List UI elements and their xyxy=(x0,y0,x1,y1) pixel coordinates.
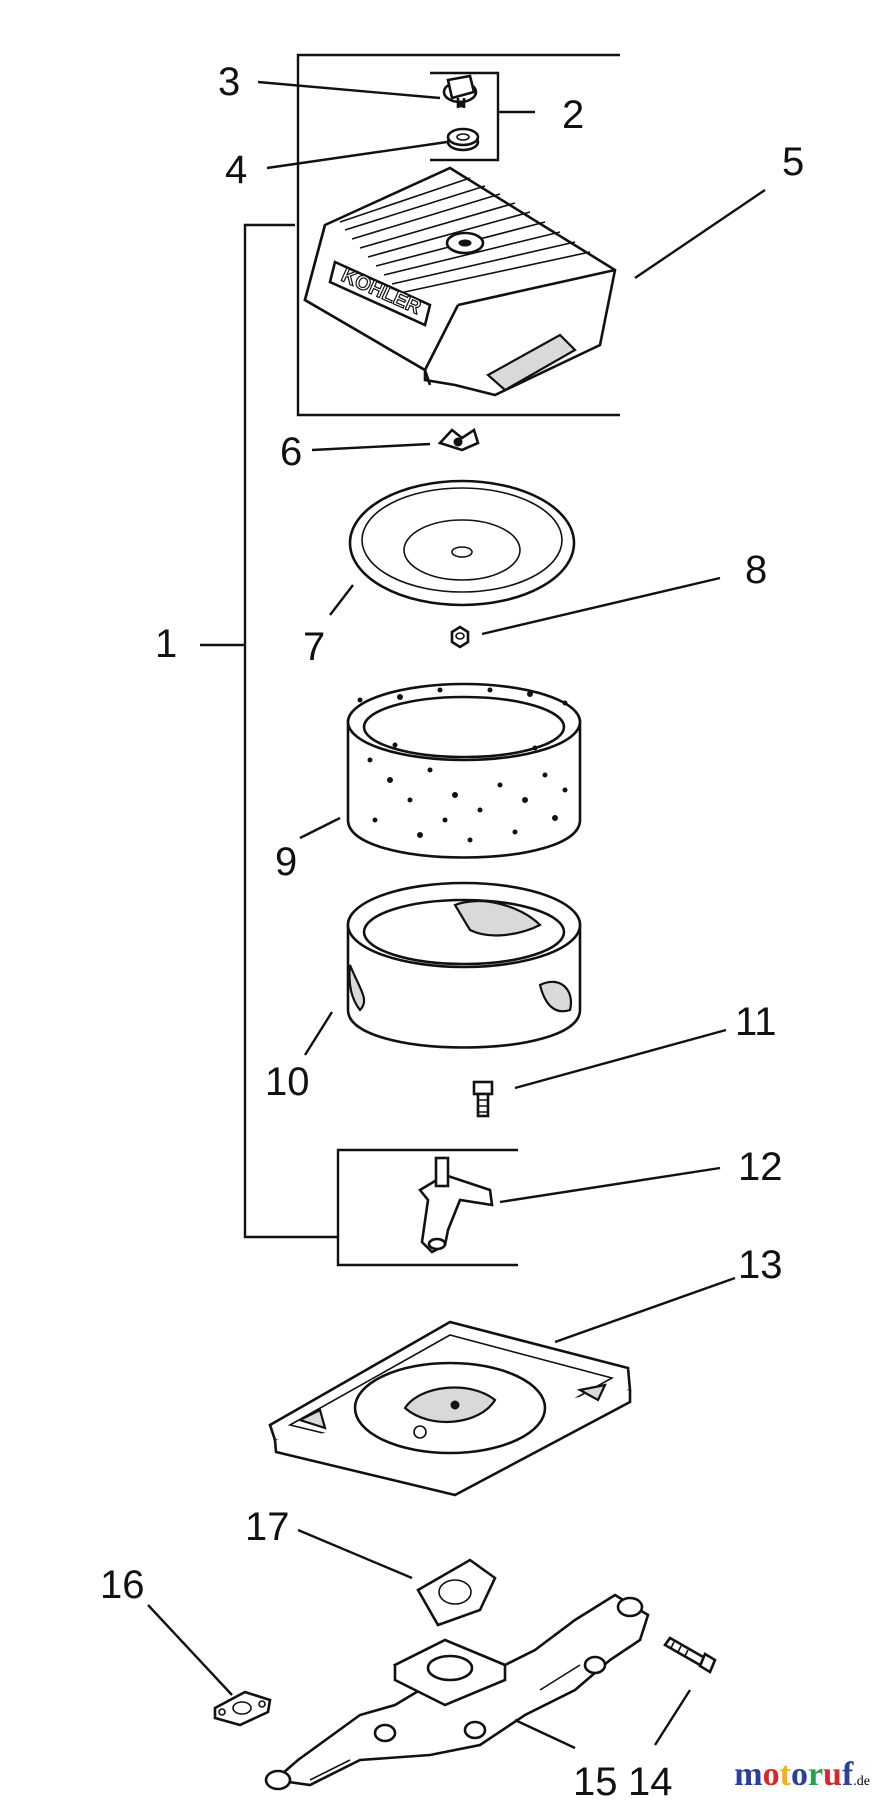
seal-washer-part xyxy=(446,127,480,152)
watermark-letter: o xyxy=(790,1756,808,1793)
gasket-part xyxy=(416,1558,497,1627)
cover-box-bracket xyxy=(296,53,620,417)
callout-5: 5 xyxy=(782,140,804,184)
callout-2: 2 xyxy=(562,93,584,137)
callout-4: 4 xyxy=(225,148,247,192)
callout-7: 7 xyxy=(303,625,325,669)
group-bracket-1 xyxy=(200,223,338,1239)
callout-9: 9 xyxy=(275,840,297,884)
wing-nut-part xyxy=(437,427,480,452)
screw-part xyxy=(663,1636,717,1674)
callout-1: 1 xyxy=(155,622,177,666)
callout-16: 16 xyxy=(100,1563,145,1607)
watermark-letter: m xyxy=(734,1756,763,1793)
callout-numbers: 1 2 3 4 5 6 7 8 9 10 11 12 13 14 15 16 1… xyxy=(100,60,804,1800)
callout-14: 14 xyxy=(628,1760,673,1800)
air-cleaner-cover-part: KOHLER xyxy=(303,166,617,397)
intake-manifold-part xyxy=(264,1593,650,1791)
callout-13: 13 xyxy=(738,1243,783,1287)
watermark-logo: motoruf.de xyxy=(734,1756,870,1794)
watermark-letter: r xyxy=(807,1756,824,1793)
watermark-letter: o xyxy=(762,1756,780,1793)
watermark-letter: f xyxy=(841,1756,854,1793)
callout-11: 11 xyxy=(735,1000,777,1044)
knob-box-bracket xyxy=(430,71,535,162)
watermark-letter: u xyxy=(823,1756,842,1793)
bracket-part xyxy=(418,1156,494,1254)
callout-17: 17 xyxy=(245,1505,290,1549)
callout-12: 12 xyxy=(738,1145,783,1189)
callout-6: 6 xyxy=(280,430,302,474)
callout-8: 8 xyxy=(745,548,767,592)
element-cover-plate-part xyxy=(348,479,576,607)
stud-part xyxy=(472,1080,494,1118)
base-plate-part xyxy=(268,1320,632,1497)
wing-knob-part xyxy=(442,74,478,108)
paper-element-part xyxy=(346,881,582,1049)
watermark-suffix: .de xyxy=(853,1774,870,1789)
callout-3: 3 xyxy=(218,60,240,104)
leader-lines xyxy=(147,80,766,1750)
bracket-box-12 xyxy=(336,1148,518,1267)
small-gasket-part xyxy=(213,1690,272,1727)
callout-10: 10 xyxy=(265,1060,310,1104)
watermark-name: motoruf xyxy=(734,1756,853,1793)
watermark-letter: t xyxy=(779,1756,791,1793)
precleaner-foam-part xyxy=(346,682,582,859)
nut-part xyxy=(450,625,470,649)
callout-15: 15 xyxy=(573,1760,618,1800)
